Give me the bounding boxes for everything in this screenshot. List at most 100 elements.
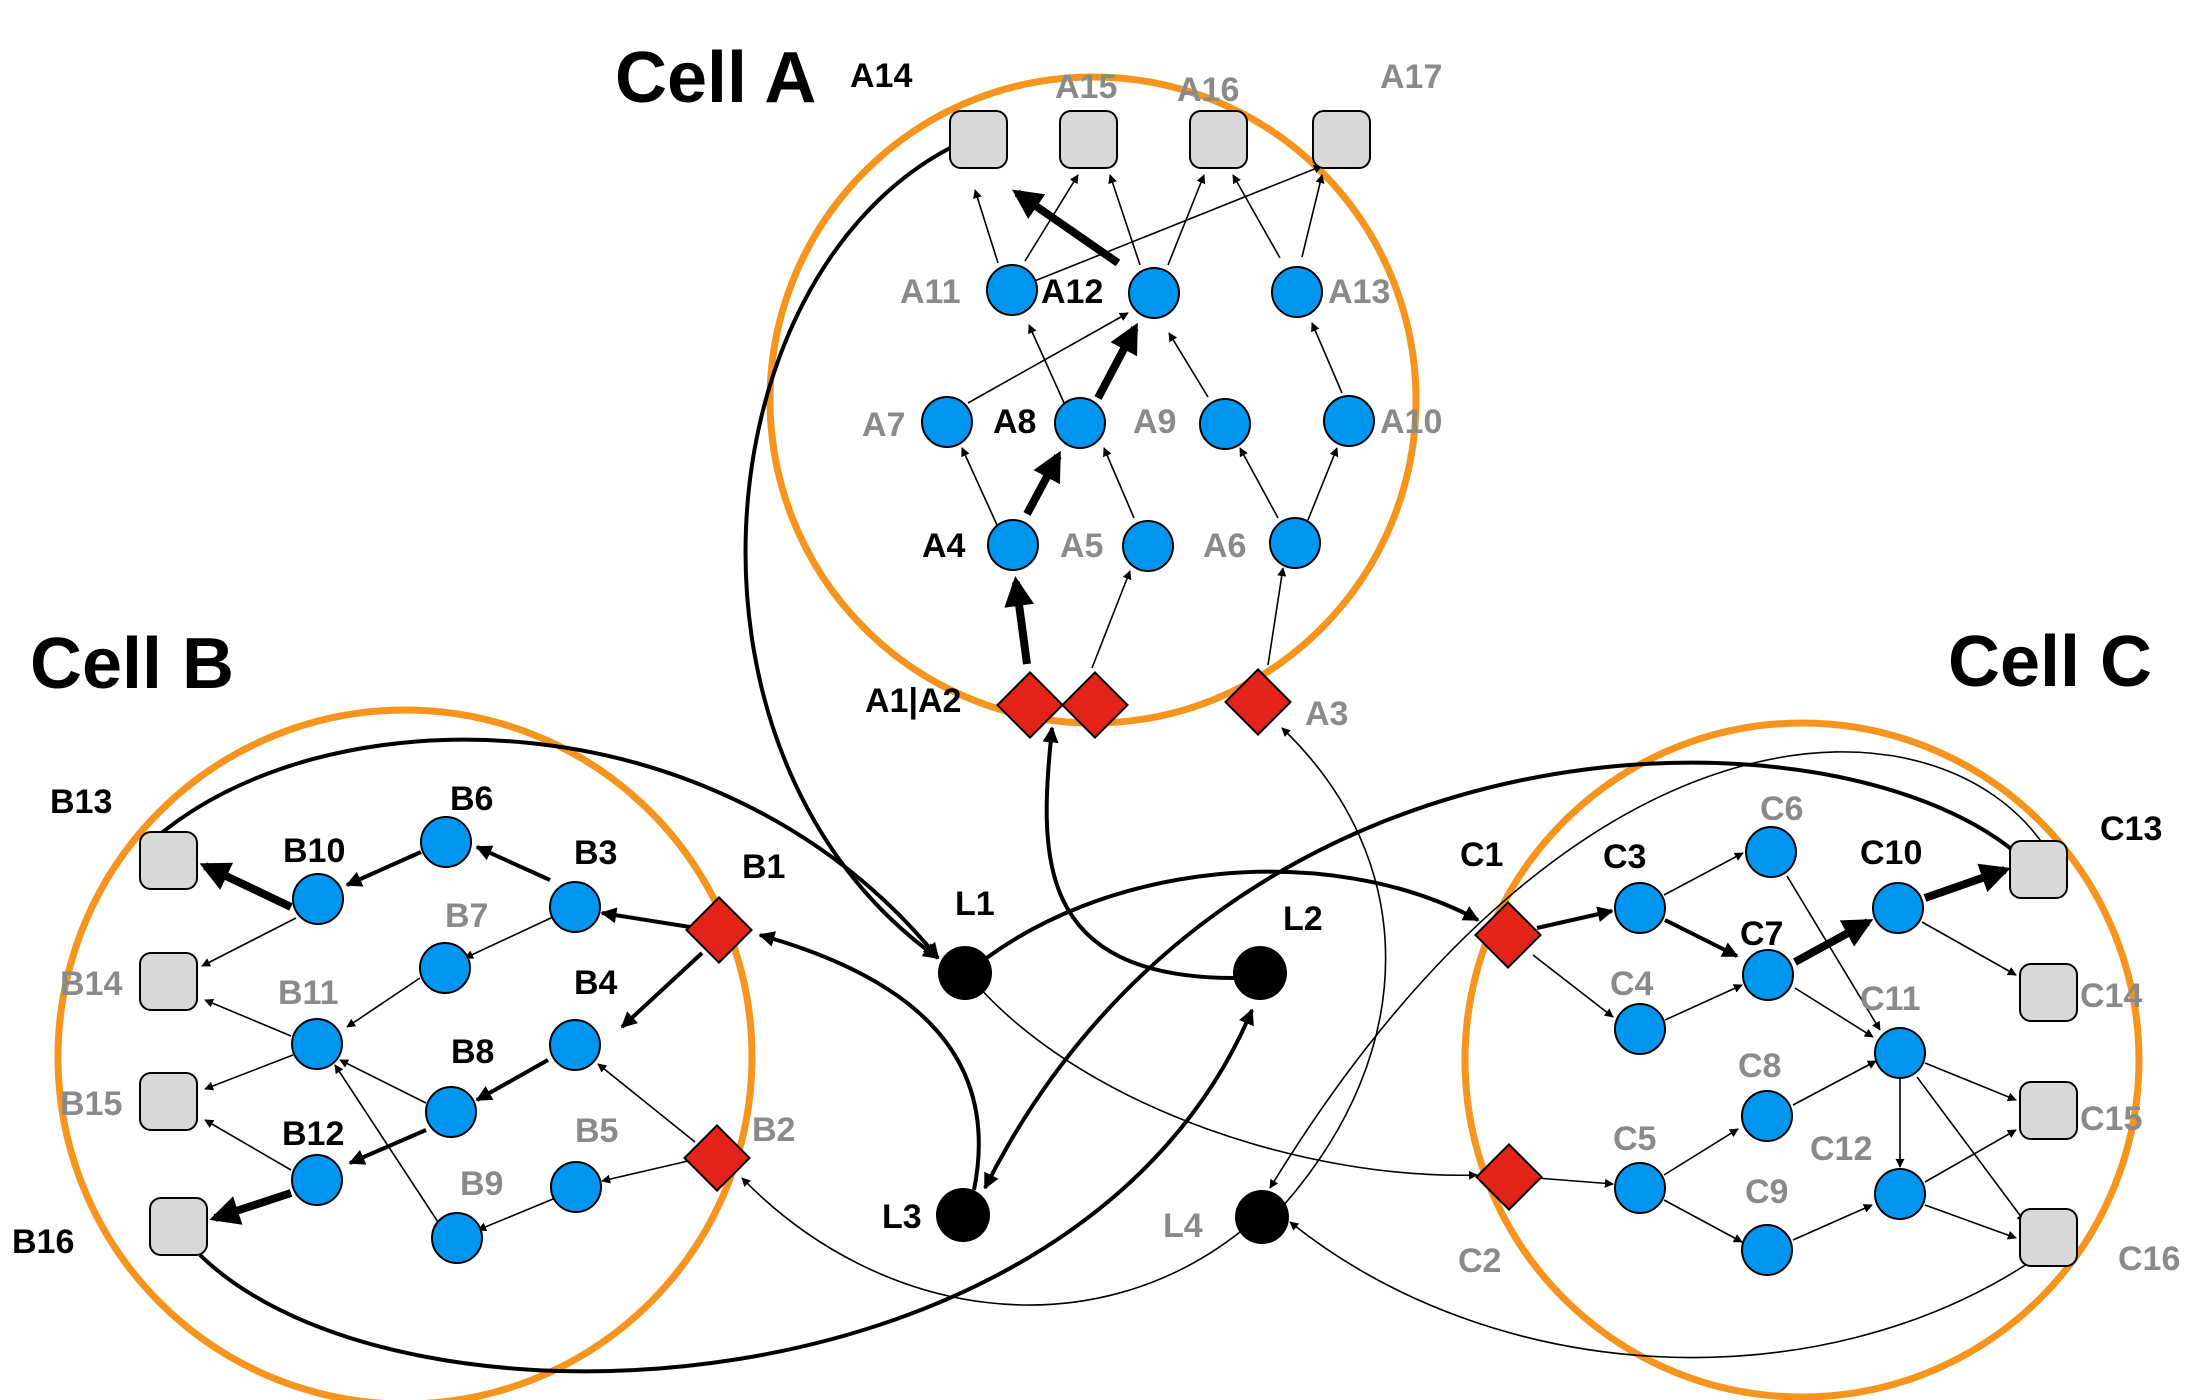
node-b8: [425, 1086, 477, 1138]
node-a6: [1269, 517, 1321, 569]
edge-l3-b1: [758, 931, 981, 1191]
node-c15: [2019, 1081, 2078, 1140]
node-b3: [549, 881, 601, 933]
edge-c11-c15: [1924, 1062, 2017, 1102]
link-nodes: [936, 946, 1289, 1244]
edge-b9-b11: [334, 1064, 439, 1223]
edge-c7-c11: [1794, 987, 1874, 1038]
edge-c8-c11: [1792, 1060, 1877, 1106]
edge-a11-a14: [973, 189, 999, 264]
edge-c10-c14: [1921, 921, 2017, 976]
node-a10: [1323, 395, 1375, 447]
edge-b8-b11: [339, 1059, 427, 1104]
label-c8: C8: [1738, 1047, 1781, 1085]
label-b2: B2: [752, 1111, 795, 1149]
node-a4: [987, 519, 1039, 571]
link-edges: [148, 146, 2046, 1374]
cell-c-title: Cell C: [1948, 622, 2152, 702]
edge-a8-a11: [1028, 324, 1066, 406]
label-b10: B10: [283, 832, 345, 870]
node-b2: [683, 1124, 751, 1192]
node-b11: [291, 1018, 343, 1070]
node-l1: [938, 946, 992, 1000]
edge-b5-b9: [477, 1198, 554, 1232]
edge-c5-c9: [1663, 1199, 1743, 1243]
node-a3: [1224, 668, 1292, 736]
node-c2: [1475, 1143, 1543, 1211]
label-b6: B6: [450, 780, 493, 818]
edge-l1-c1: [963, 869, 1480, 977]
node-b16: [149, 1197, 208, 1256]
node-b10: [292, 873, 344, 925]
node-b4: [549, 1019, 601, 1071]
label-a10: A10: [1380, 403, 1442, 441]
node-c1: [1474, 901, 1542, 969]
label-c7: C7: [1740, 915, 1783, 953]
node-c12: [1874, 1168, 1926, 1220]
edge-a4-a8: [1023, 450, 1062, 516]
node-c4: [1614, 1003, 1666, 1055]
edge-b3-b6: [475, 845, 551, 882]
node-a5: [1122, 520, 1174, 572]
label-c4: C4: [1610, 965, 1654, 1003]
label-b9: B9: [460, 1165, 503, 1203]
edge-a2-a5: [1091, 570, 1132, 669]
label-a14: A14: [850, 57, 912, 95]
edge-c1-c3: [1536, 906, 1614, 930]
label-c12: C12: [1810, 1130, 1872, 1168]
edge-c9-c12: [1792, 1204, 1873, 1241]
edge-a11-a17: [1031, 164, 1323, 283]
node-b15: [139, 1072, 198, 1131]
label-b12: B12: [282, 1115, 344, 1153]
label-b7: B7: [445, 897, 488, 935]
node-c10: [1872, 882, 1924, 934]
edge-b2-b4: [597, 1063, 696, 1143]
edge-b6-b10: [345, 850, 422, 887]
node-l2: [1233, 946, 1287, 1000]
edge-a6-a10: [1307, 447, 1339, 521]
label-a13: A13: [1328, 273, 1390, 311]
edge-l4-b2: [741, 1177, 1241, 1306]
label-c1: C1: [1460, 836, 1503, 874]
edge-c2-c5: [1536, 1177, 1614, 1188]
label-a16: A16: [1177, 71, 1239, 109]
label-c16: C16: [2118, 1240, 2180, 1278]
edge-b2-b5: [601, 1160, 689, 1184]
edge-c12-c16: [1924, 1204, 2017, 1240]
cell-a-nodes: [921, 110, 1375, 739]
label-a11: A11: [900, 273, 961, 311]
edge-c5-c8: [1663, 1128, 1739, 1176]
node-labels: A14 A15 A16 A17 A11 A12 A13 A7 A8 A9 A10…: [12, 57, 2180, 1280]
node-a16: [1189, 110, 1248, 169]
node-c7: [1742, 949, 1794, 1001]
label-b13: B13: [50, 783, 112, 821]
edge-c6-c11: [1786, 875, 1881, 1031]
label-c15: C15: [2080, 1100, 2142, 1138]
node-b5: [550, 1161, 602, 1213]
label-l1: L1: [955, 885, 995, 923]
node-c9: [1741, 1224, 1793, 1276]
label-b16: B16: [12, 1223, 74, 1261]
label-l3: L3: [882, 1198, 922, 1236]
label-c11: C11: [1860, 980, 1921, 1018]
label-c9: C9: [1745, 1173, 1788, 1211]
node-a11: [986, 264, 1038, 316]
edge-b12-b15: [204, 1119, 292, 1171]
label-a1a2: A1|A2: [865, 682, 961, 720]
cell-b-ring: [54, 706, 756, 1400]
edge-l2-a1: [1042, 726, 1241, 981]
edge-a13-a17: [1301, 174, 1325, 258]
node-c16: [2019, 1208, 2078, 1267]
node-c5: [1614, 1162, 1666, 1214]
node-c3: [1614, 882, 1666, 934]
edge-c16-l4: [1289, 1221, 2031, 1359]
node-b6: [420, 816, 472, 868]
label-b11: B11: [278, 974, 339, 1012]
edge-l1-c2: [977, 985, 1478, 1180]
node-b14: [139, 952, 198, 1011]
node-a9: [1199, 398, 1251, 450]
node-a1: [996, 671, 1064, 739]
edge-a12-a15: [1108, 174, 1141, 266]
label-a7: A7: [862, 406, 905, 444]
edge-c7-c10: [1793, 918, 1874, 966]
